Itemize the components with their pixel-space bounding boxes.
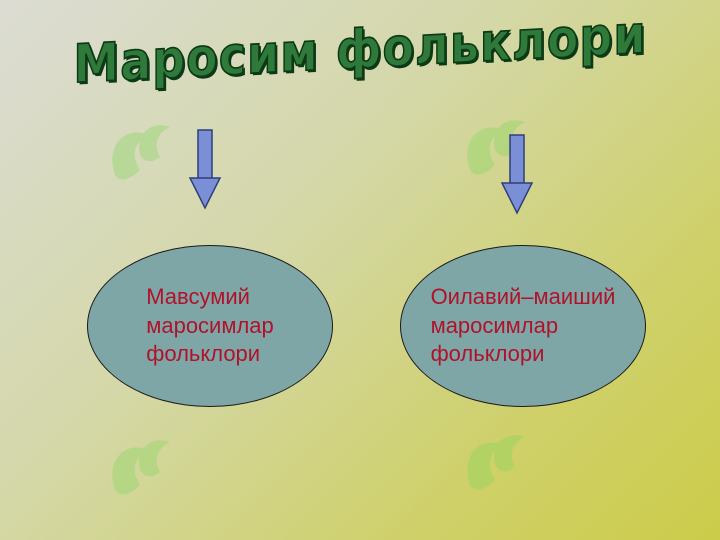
node-label: Мавсумий маросимлар фольклори [146,284,274,367]
down-arrow-icon [500,134,534,215]
page-title: Маросим фольклори [73,2,648,96]
logo-watermark-icon [467,435,525,490]
seasonal-rites-node: Мавсумий маросимлар фольклори [87,245,333,407]
logo-watermark-icon [112,125,170,180]
logo-watermark-icon [112,440,170,495]
family-rites-node: Оилавий–маиший маросимлар фольклори [400,245,646,407]
down-arrow-icon [188,129,222,210]
node-label: Оилавий–маиший маросимлар фольклори [430,284,616,367]
